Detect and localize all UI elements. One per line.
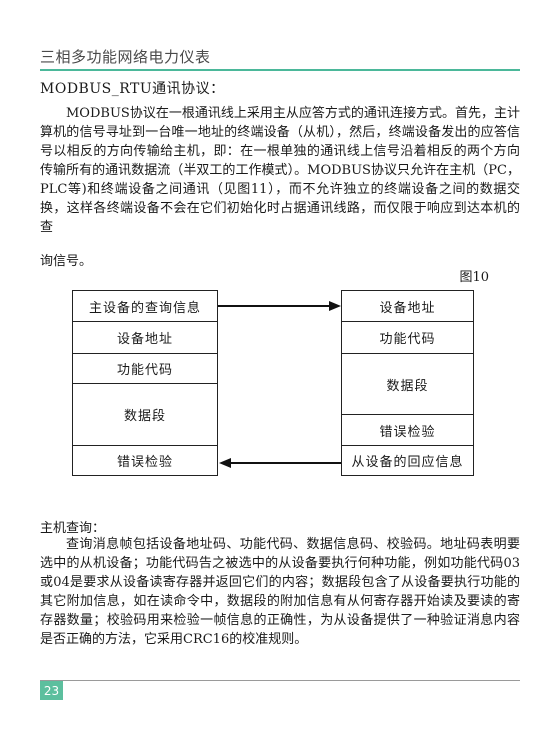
- frame-cell: 主设备的查询信息: [73, 291, 217, 322]
- frame-cell: 设备地址: [342, 291, 473, 322]
- footer-divider: [40, 680, 520, 681]
- frame-cell: 功能代码: [73, 354, 217, 384]
- query-section-title: 主机查询：: [40, 521, 106, 536]
- request-arrowhead-icon: [329, 301, 341, 311]
- header-divider: [40, 69, 520, 71]
- slave-response-frame: 设备地址 功能代码 数据段 错误检验 从设备的回应信息: [341, 290, 474, 476]
- flow-arrows: [218, 301, 341, 468]
- frame-cell: 设备地址: [73, 322, 217, 354]
- intro-paragraph: MODBUS协议在一根通讯线上采用主从应答方式的通讯连接方式。首先，主计算机的信…: [40, 106, 520, 235]
- figure-label: 图10: [459, 270, 489, 285]
- section-title: MODBUS_RTU通讯协议：: [40, 81, 225, 97]
- response-arrowhead-icon: [219, 458, 231, 468]
- intro-paragraph-tail: 询信号。: [40, 254, 93, 269]
- master-query-frame: 主设备的查询信息 设备地址 功能代码 数据段 错误检验: [72, 290, 218, 476]
- frame-cell: 错误检验: [116, 455, 173, 470]
- frame-cell: 数据段: [342, 354, 473, 415]
- frame-cell: 从设备的回应信息: [351, 455, 464, 470]
- page-number-badge: 23: [40, 681, 63, 700]
- query-paragraph: 查询消息帧包括设备地址码、功能代码、数据信息码、校验码。地址码表明要选中的从机设…: [40, 537, 520, 647]
- frame-cell: 功能代码: [342, 322, 473, 354]
- header-title: 三相多功能网络电力仪表: [40, 48, 211, 66]
- frame-cell: 数据段: [73, 384, 217, 446]
- frame-cell: 错误检验: [342, 415, 473, 446]
